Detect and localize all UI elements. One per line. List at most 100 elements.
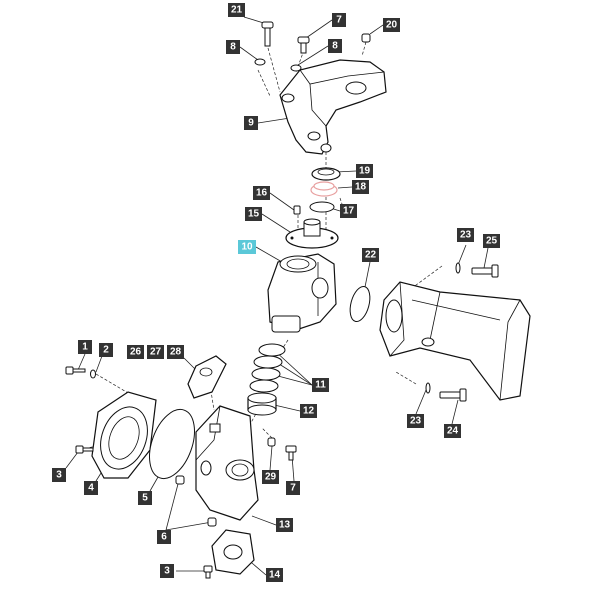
callout-3-bottom[interactable]: 3 bbox=[160, 564, 174, 578]
callout-14-text: 14 bbox=[269, 570, 281, 581]
callout-29-text: 29 bbox=[265, 472, 277, 483]
callout-3-bottom-text: 3 bbox=[164, 566, 170, 577]
callout-5[interactable]: 5 bbox=[138, 491, 152, 505]
callout-9[interactable]: 9 bbox=[244, 116, 258, 130]
callout-5-text: 5 bbox=[142, 493, 148, 504]
dowel-6-b bbox=[207, 517, 217, 527]
bearing-19 bbox=[311, 167, 341, 181]
callout-24-text: 24 bbox=[447, 426, 459, 437]
callout-22[interactable]: 22 bbox=[362, 248, 379, 262]
kingpin-cover-15 bbox=[285, 218, 339, 249]
washer-8-right bbox=[290, 64, 302, 72]
cover-plate-26-27-28 bbox=[187, 355, 227, 399]
callout-23-bottom-text: 23 bbox=[410, 416, 422, 427]
callout-15-text: 15 bbox=[248, 209, 260, 220]
bolt-24 bbox=[439, 388, 467, 402]
o-ring-17 bbox=[309, 201, 335, 213]
callout-16[interactable]: 16 bbox=[253, 186, 270, 200]
flange-cover-4 bbox=[91, 391, 157, 479]
callout-25[interactable]: 25 bbox=[483, 234, 500, 248]
bolt-7-lower bbox=[285, 445, 297, 461]
callout-19[interactable]: 19 bbox=[356, 164, 373, 178]
callout-4[interactable]: 4 bbox=[84, 481, 98, 495]
bearing-12 bbox=[247, 392, 277, 416]
axle-housing bbox=[379, 281, 531, 401]
callout-23-top-text: 23 bbox=[460, 230, 472, 241]
callout-9-text: 9 bbox=[248, 118, 254, 129]
callout-12[interactable]: 12 bbox=[300, 404, 317, 418]
callout-21[interactable]: 21 bbox=[228, 3, 245, 17]
callout-14[interactable]: 14 bbox=[266, 568, 283, 582]
callout-16-text: 16 bbox=[256, 188, 268, 199]
callout-2-text: 2 bbox=[103, 345, 109, 356]
plug-20 bbox=[361, 33, 371, 43]
washer-23-top bbox=[455, 262, 461, 274]
callout-8-left-text: 8 bbox=[230, 42, 236, 53]
callout-13[interactable]: 13 bbox=[276, 518, 293, 532]
callout-1-text: 1 bbox=[82, 342, 88, 353]
bolt-3-left bbox=[75, 445, 94, 454]
callout-8-right[interactable]: 8 bbox=[328, 39, 342, 53]
callout-7-top[interactable]: 7 bbox=[332, 13, 346, 27]
leader-lines bbox=[65, 16, 489, 576]
washer-2 bbox=[90, 369, 96, 379]
grease-nipple-16 bbox=[293, 205, 301, 215]
callout-20-text: 20 bbox=[386, 20, 398, 31]
callout-28[interactable]: 28 bbox=[167, 345, 184, 359]
bolt-25 bbox=[471, 264, 499, 278]
callout-23-bottom[interactable]: 23 bbox=[407, 414, 424, 428]
bolt-1 bbox=[65, 366, 86, 375]
callout-18-text: 18 bbox=[355, 182, 367, 193]
callout-15[interactable]: 15 bbox=[245, 207, 262, 221]
callout-10[interactable]: 10 bbox=[238, 240, 256, 254]
callout-4-text: 4 bbox=[88, 483, 94, 494]
o-ring-22 bbox=[349, 285, 371, 323]
final-drive-housing-13 bbox=[195, 405, 259, 521]
callout-8-right-text: 8 bbox=[332, 41, 338, 52]
callout-27[interactable]: 27 bbox=[147, 345, 164, 359]
callout-26[interactable]: 26 bbox=[127, 345, 144, 359]
callout-28-text: 28 bbox=[170, 347, 182, 358]
callout-10-text: 10 bbox=[241, 242, 253, 253]
callout-11[interactable]: 11 bbox=[312, 378, 329, 392]
plug-29 bbox=[267, 437, 276, 447]
callout-7-top-text: 7 bbox=[336, 15, 342, 26]
callout-12-text: 12 bbox=[303, 406, 315, 417]
callout-3-left[interactable]: 3 bbox=[52, 468, 66, 482]
callout-11-text: 11 bbox=[315, 380, 326, 391]
flange-plate-14 bbox=[211, 529, 255, 575]
seal-18 bbox=[310, 181, 338, 197]
washer-23-bottom bbox=[425, 382, 431, 394]
o-ring-5 bbox=[149, 408, 195, 480]
callout-3-left-text: 3 bbox=[56, 470, 62, 481]
pivot-housing-10 bbox=[267, 253, 337, 333]
bolt-3-bottom bbox=[203, 565, 213, 579]
callout-21-text: 21 bbox=[231, 5, 243, 16]
rings-11 bbox=[249, 343, 286, 393]
washer-8-left bbox=[254, 58, 266, 66]
callout-27-text: 27 bbox=[150, 347, 162, 358]
callout-13-text: 13 bbox=[279, 520, 291, 531]
dowel-6-a bbox=[175, 475, 185, 485]
callout-26-text: 26 bbox=[130, 347, 142, 358]
callout-29[interactable]: 29 bbox=[262, 470, 279, 484]
bolt-7-top bbox=[297, 36, 310, 54]
callout-7-lower[interactable]: 7 bbox=[286, 481, 300, 495]
callout-6-text: 6 bbox=[161, 532, 167, 543]
callout-20[interactable]: 20 bbox=[383, 18, 400, 32]
steering-arm-bracket-9 bbox=[279, 59, 387, 155]
callout-17[interactable]: 17 bbox=[340, 204, 357, 218]
callout-24[interactable]: 24 bbox=[444, 424, 461, 438]
callout-7-lower-text: 7 bbox=[290, 483, 296, 494]
callout-18[interactable]: 18 bbox=[352, 180, 369, 194]
callout-1[interactable]: 1 bbox=[78, 340, 92, 354]
callout-23-top[interactable]: 23 bbox=[457, 228, 474, 242]
callout-6[interactable]: 6 bbox=[157, 530, 171, 544]
callout-19-text: 19 bbox=[359, 166, 371, 177]
callout-25-text: 25 bbox=[486, 236, 498, 247]
callout-22-text: 22 bbox=[365, 250, 377, 261]
callout-8-left[interactable]: 8 bbox=[226, 40, 240, 54]
bolt-21 bbox=[261, 21, 274, 47]
callout-2[interactable]: 2 bbox=[99, 343, 113, 357]
